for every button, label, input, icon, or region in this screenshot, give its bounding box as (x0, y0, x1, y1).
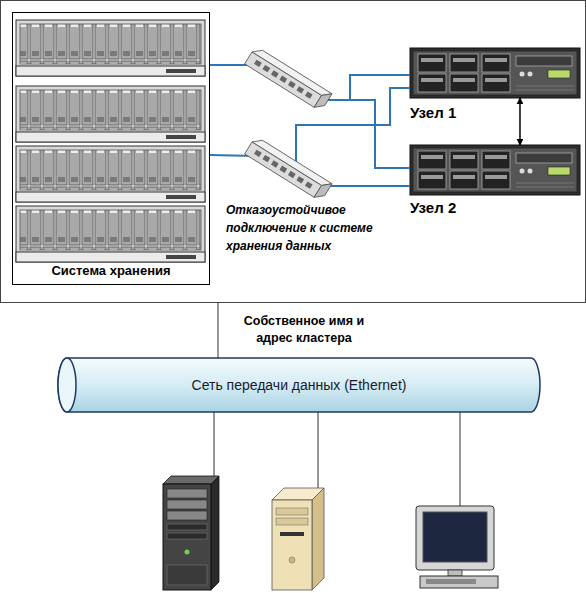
cluster-note: Собственное имя и адрес кластера (243, 313, 365, 347)
network-switch (245, 46, 332, 112)
workstation (416, 506, 498, 588)
disk-shelf (16, 206, 205, 262)
heartbeat-arrow (519, 98, 521, 145)
cluster-node: Узел 2 (410, 145, 580, 193)
server-unit (410, 145, 580, 195)
client-link (318, 412, 319, 490)
node-label: Сеть передачи данных (Ethernet) (189, 376, 409, 394)
disk-shelf (16, 146, 205, 202)
tower-server (163, 476, 219, 590)
client-links (214, 412, 460, 506)
disk-shelf (16, 86, 205, 142)
node-label: Узел 1 (410, 104, 456, 121)
cluster-node: Узел 1 (410, 48, 580, 98)
san-link (350, 100, 410, 168)
client-link (460, 412, 461, 506)
node-label: Узел 2 (410, 199, 456, 216)
pipe-end (58, 358, 76, 412)
desktop-pc (272, 488, 324, 590)
pipe-body (58, 358, 540, 412)
storage-system: Система хранения (12, 12, 210, 285)
connection-note: Отказоустойчивое подключение к системе х… (226, 201, 394, 255)
network-switch (245, 136, 332, 202)
network-bus: Сеть передачи данных (Ethernet) (58, 358, 540, 412)
client-link (214, 412, 215, 482)
server-unit (410, 48, 580, 98)
cluster-uplink (218, 302, 219, 358)
disk-shelves (16, 20, 205, 262)
node-label: Система хранения (13, 263, 209, 278)
disk-shelf (16, 20, 205, 76)
cluster-frame (1, 1, 586, 303)
